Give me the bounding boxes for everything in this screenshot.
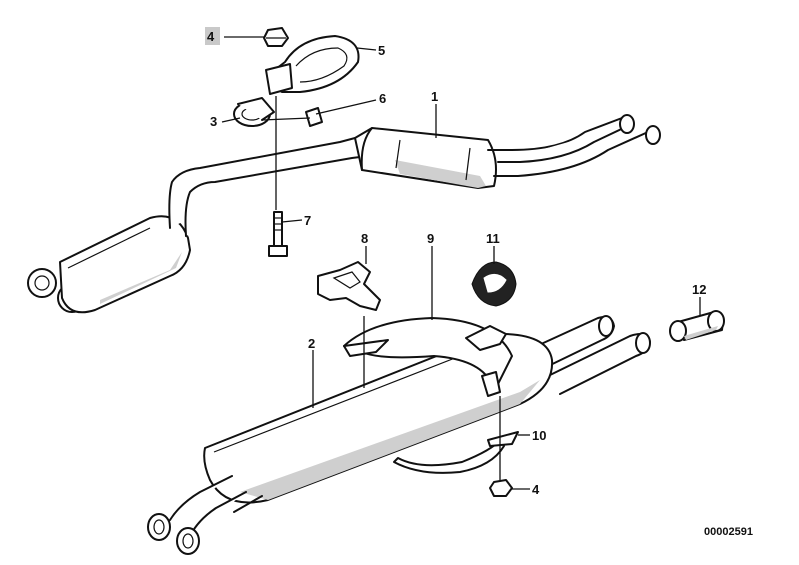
front-pipe-assembly: [27, 114, 661, 314]
callout-4-bottom[interactable]: 4: [532, 482, 540, 497]
callout-1[interactable]: 1: [431, 89, 438, 104]
clamp-hardware: [233, 27, 360, 257]
document-code: 00002591: [704, 526, 753, 538]
callout-4-highlight: [205, 27, 220, 45]
callout-12[interactable]: 12: [692, 282, 706, 297]
rear-silencer-assembly: [147, 315, 651, 555]
leader-lines: [221, 36, 701, 490]
callout-2[interactable]: 2: [308, 336, 315, 351]
callout-11[interactable]: 11: [486, 231, 500, 246]
callout-7[interactable]: 7: [304, 213, 311, 228]
callout-6[interactable]: 6: [379, 91, 386, 106]
callout-5[interactable]: 5: [378, 43, 385, 58]
rubber-mount: [471, 261, 517, 307]
callout-8[interactable]: 8: [361, 231, 368, 246]
callout-9[interactable]: 9: [427, 231, 434, 246]
hanger-bracket: [317, 261, 389, 388]
callout-3[interactable]: 3: [210, 114, 217, 129]
tail-pipe-trim: [669, 310, 725, 342]
callout-10[interactable]: 10: [532, 428, 546, 443]
callout-4-top[interactable]: 4: [207, 29, 215, 44]
